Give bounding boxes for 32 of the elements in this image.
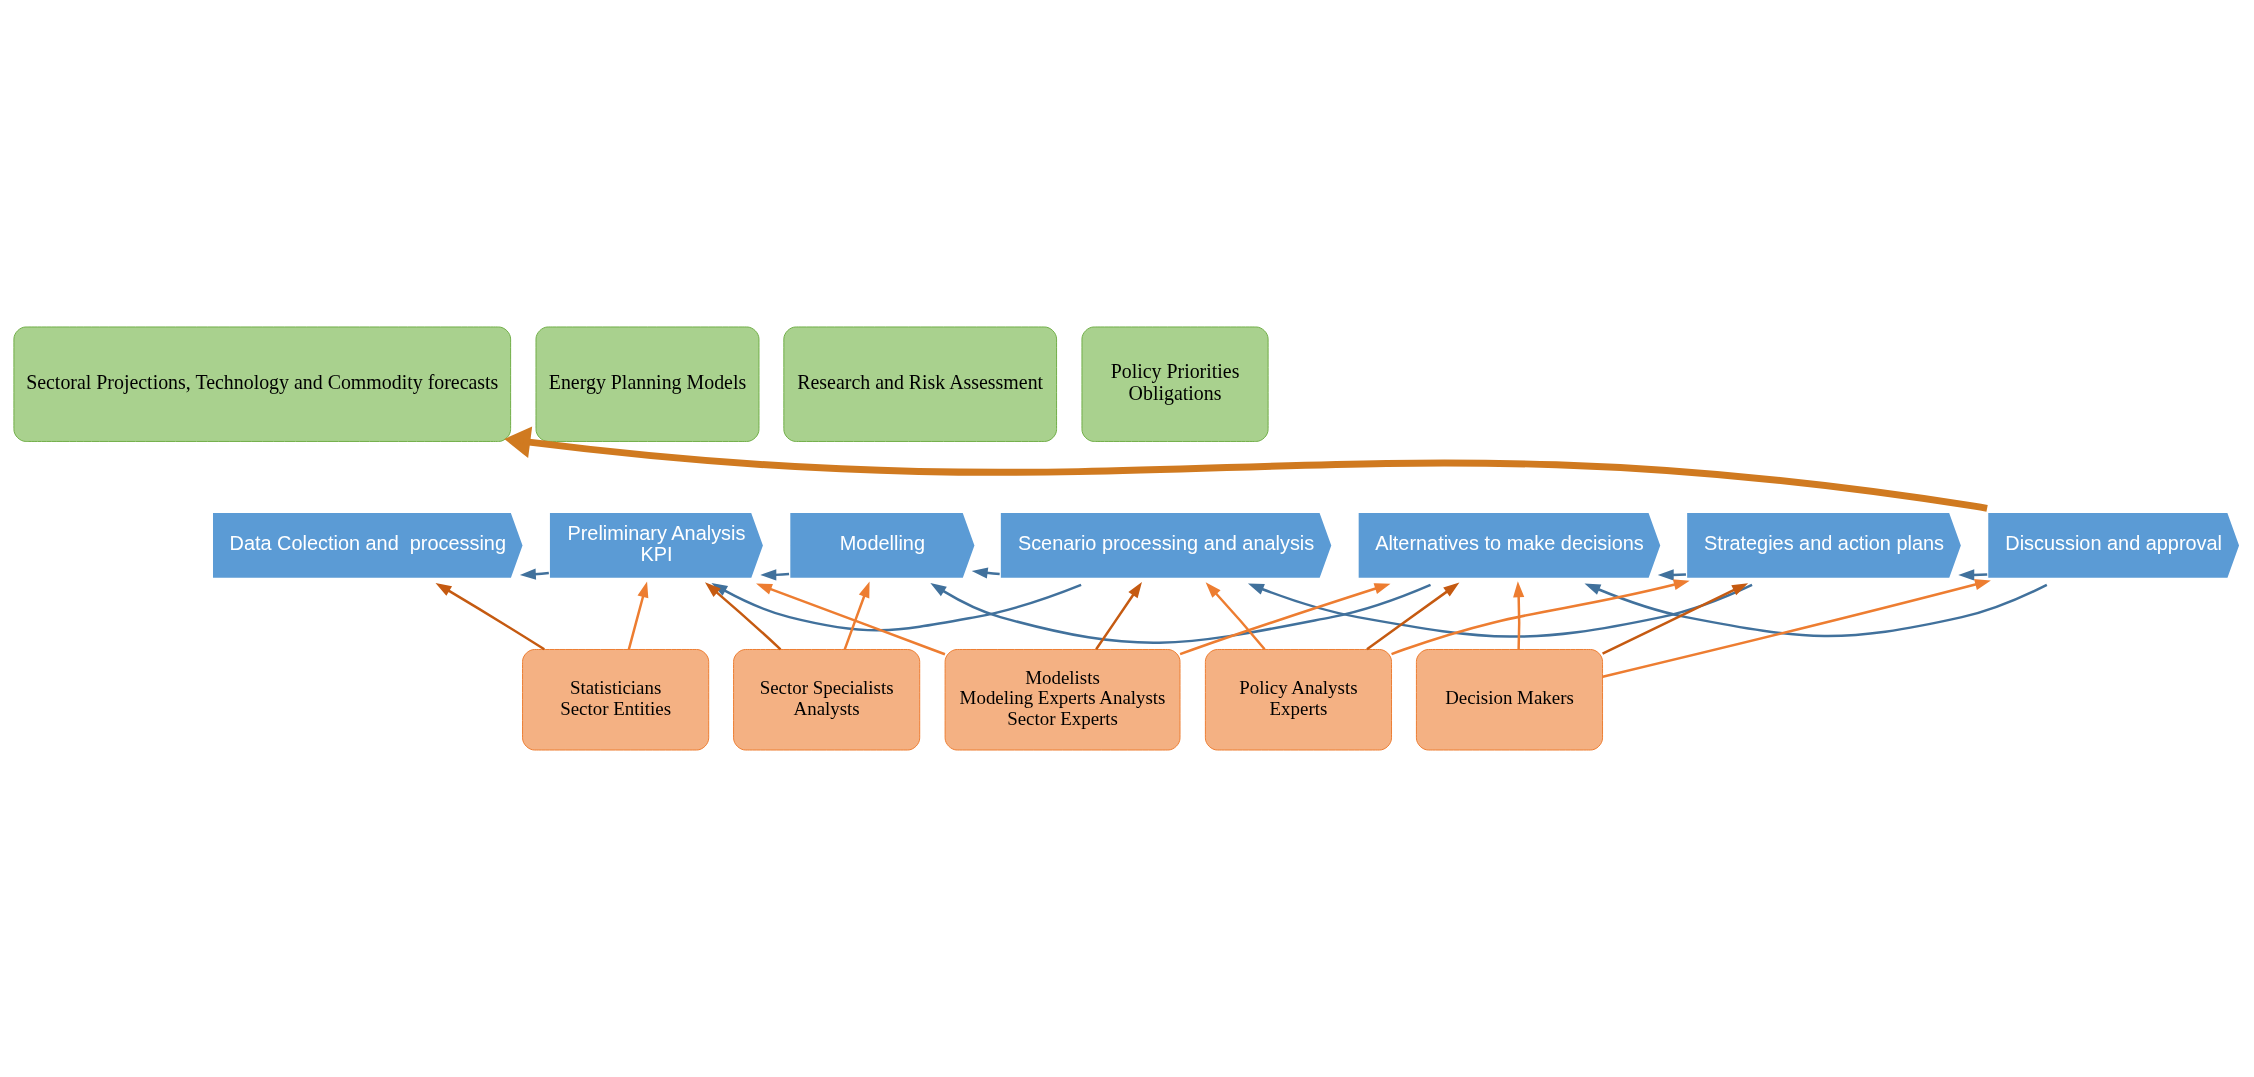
arrow — [704, 582, 782, 651]
arrow — [504, 426, 1988, 512]
arrow — [1602, 579, 1991, 678]
arrow — [627, 581, 649, 650]
arrow — [1095, 581, 1142, 650]
node-box: Policy Priorities Obligations — [1081, 326, 1269, 442]
arrow — [1205, 582, 1266, 651]
arrow — [519, 568, 549, 580]
arrow — [843, 581, 870, 650]
arrow — [1584, 583, 2048, 638]
arrow — [711, 583, 1082, 632]
node-box: Sectoral Projections, Technology and Commodity forecasts — [13, 326, 512, 442]
arrow — [760, 569, 790, 581]
arrow — [1391, 579, 1690, 656]
node-box: Decision Makers — [1415, 649, 1604, 751]
node-box: Energy Planning Models — [535, 326, 760, 442]
arrow — [1179, 583, 1391, 656]
arrow — [1366, 582, 1460, 651]
arrow — [756, 583, 946, 656]
arrow — [435, 582, 545, 651]
arrow — [1958, 569, 1988, 581]
node-box: Sector Specialists Analysts — [733, 649, 921, 751]
arrow — [971, 567, 1000, 579]
node-box: Research and Risk Assessment — [783, 326, 1058, 442]
arrow — [1657, 569, 1686, 581]
arrow — [1602, 583, 1749, 655]
arrow — [1513, 581, 1525, 650]
node-box: Statisticians Sector Entities — [522, 649, 710, 751]
node-box: Modelists Modeling Experts Analysts Sector Experts — [944, 649, 1181, 751]
arrow — [1247, 583, 1753, 638]
node-box: Policy Analysts Experts — [1204, 649, 1392, 751]
arrow — [930, 582, 1432, 644]
